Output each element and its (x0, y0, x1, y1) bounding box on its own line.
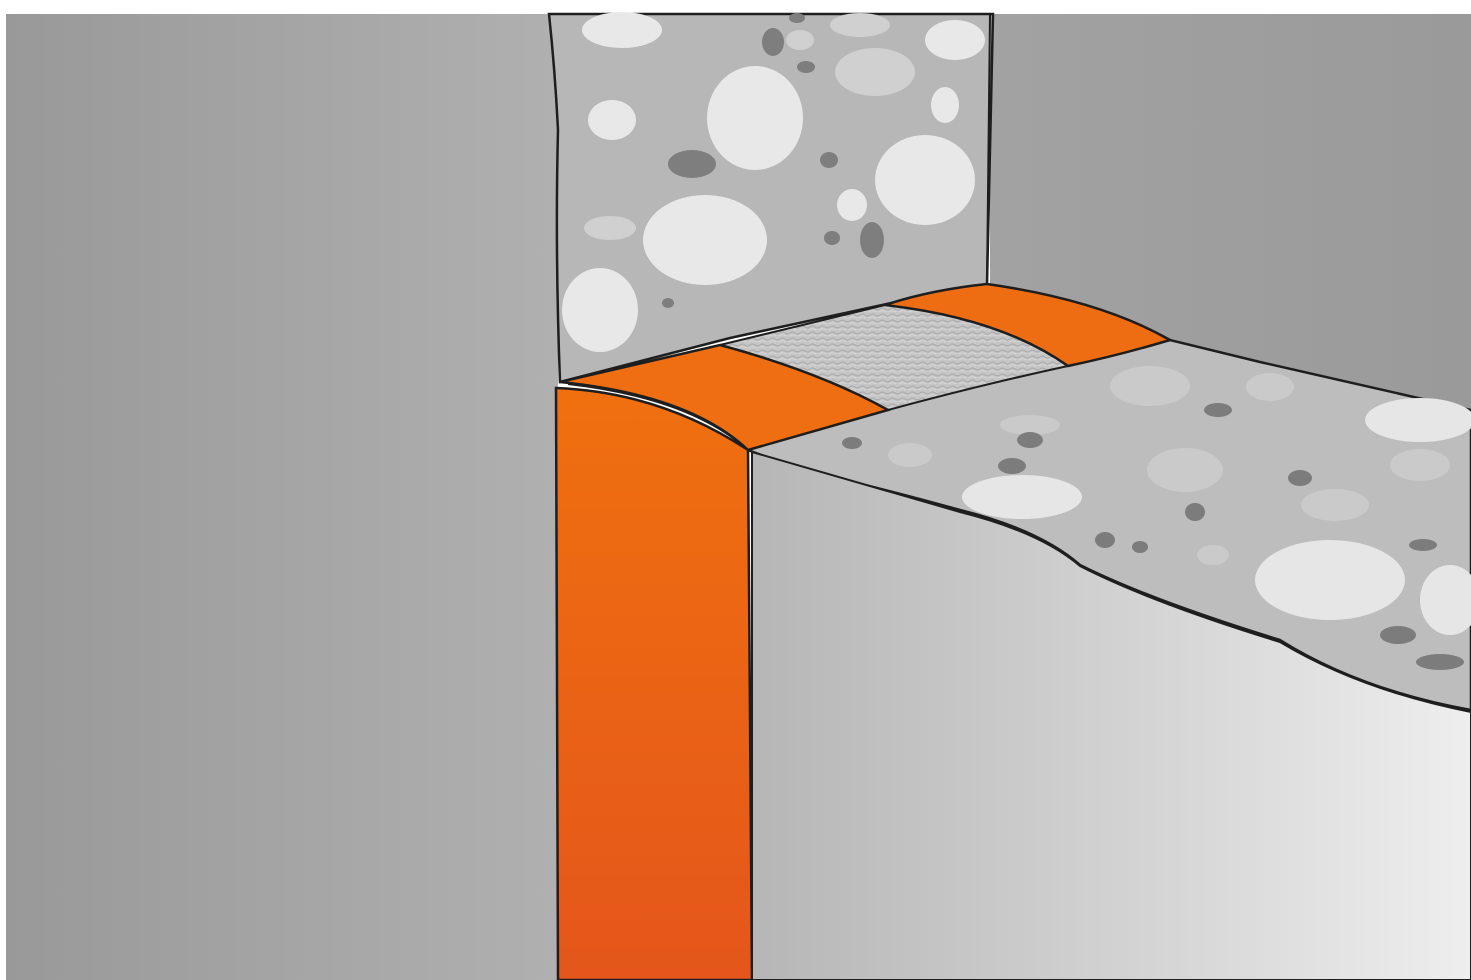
left-wall (6, 14, 558, 980)
